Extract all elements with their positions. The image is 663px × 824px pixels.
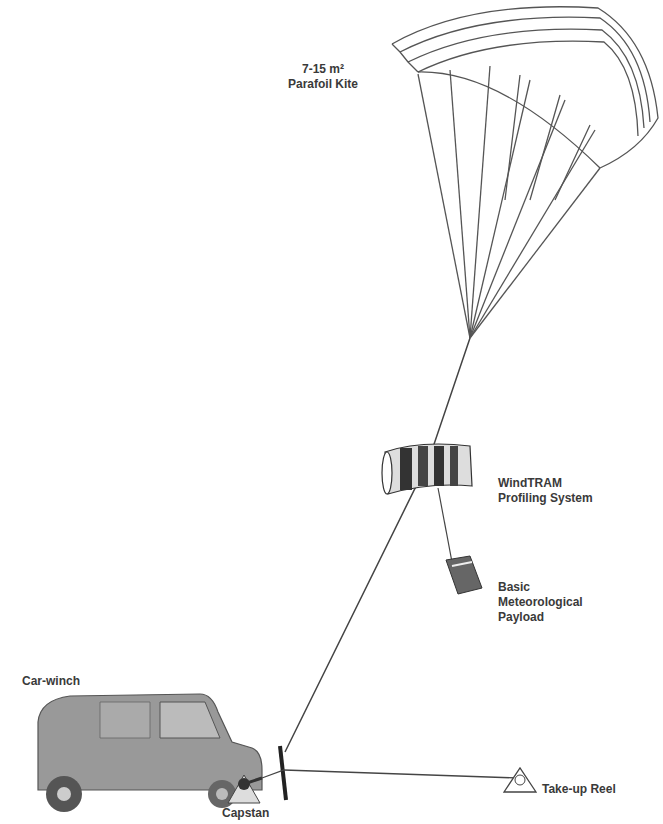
met-payload xyxy=(438,488,482,594)
take-up-reel xyxy=(504,768,536,792)
fairlead-post xyxy=(280,746,286,800)
profiler-label: WindTRAM Profiling System xyxy=(498,476,606,506)
reel-label: Take-up Reel xyxy=(542,782,642,797)
return-line xyxy=(262,770,518,778)
capstan xyxy=(228,775,262,803)
capstan-label: Capstan xyxy=(222,806,292,821)
parafoil-kite xyxy=(392,7,658,338)
payload-label: Basic Meteorological Payload xyxy=(498,580,598,625)
vehicle-label: Car-winch xyxy=(22,674,112,689)
car-winch-vehicle xyxy=(38,694,262,812)
windtram-profiler xyxy=(382,444,472,494)
tether-line xyxy=(285,338,470,752)
kite-label: 7-15 m² Parafoil Kite xyxy=(282,62,364,92)
